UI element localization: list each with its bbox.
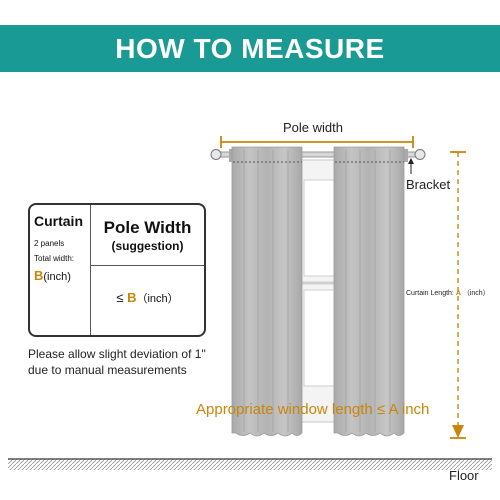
bracket-pointer [408, 158, 414, 174]
curtain-length-label: Curtain Length: A （inch） [406, 288, 490, 298]
window-length-label: Appropriate window length ≤ A inch [196, 401, 430, 418]
pole-width-value: ≤ B（inch） [91, 290, 204, 306]
pole-width-heading: Pole Width [103, 218, 192, 237]
curtain-length-dimension [450, 151, 466, 439]
curtain-panel-right [333, 146, 405, 437]
pole-width-sub: (suggestion) [111, 239, 184, 253]
panels-text: 2 panels [34, 239, 65, 248]
curtain-length-var: A [455, 290, 461, 297]
title-banner: HOW TO MEASURE [0, 25, 500, 72]
bracket-label: Bracket [406, 177, 451, 192]
curtain-heading: Curtain [34, 213, 83, 229]
total-width-var: B [34, 268, 44, 283]
value-unit: （inch） [136, 293, 179, 305]
total-width-value: B(inch) [34, 268, 71, 283]
size-table: Curtain 2 panels Total width: B(inch) Po… [28, 203, 206, 337]
note-line-1: Please allow slight deviation of 1" [28, 347, 206, 361]
value-prefix: ≤ [116, 290, 124, 305]
measurement-note: Please allow slight deviation of 1" due … [28, 346, 238, 378]
curtain-length-text: Curtain Length: [406, 290, 454, 297]
floor [8, 458, 492, 470]
floor-label: Floor [449, 468, 479, 483]
table-divider-vertical [90, 205, 91, 335]
note-line-2: due to manual measurements [28, 363, 187, 377]
pole-width-label: Pole width [283, 120, 343, 135]
total-width-label: Total width: [34, 254, 75, 263]
curtain-length-unit: （inch） [462, 290, 490, 297]
page-title: HOW TO MEASURE [115, 33, 385, 64]
window-frame [297, 159, 341, 423]
value-var: B [127, 290, 137, 305]
curtain-panel-left [231, 146, 303, 437]
table-divider-horizontal [91, 265, 204, 266]
pole-width-dimension [220, 136, 414, 148]
total-width-unit: (inch) [43, 271, 71, 283]
